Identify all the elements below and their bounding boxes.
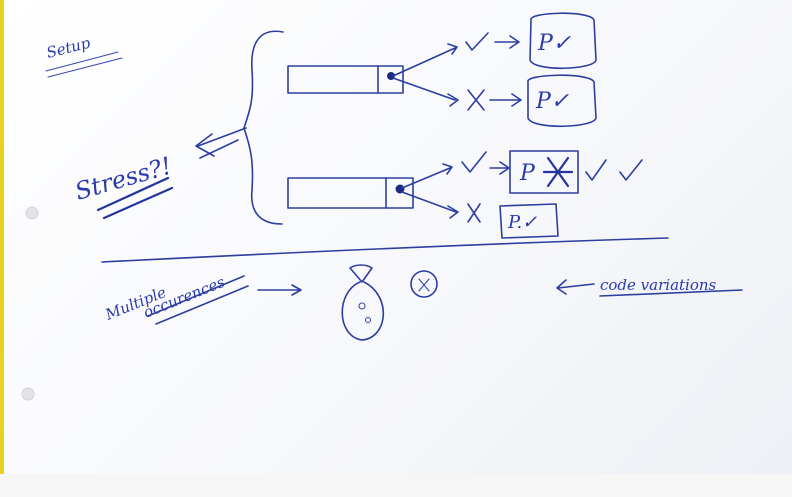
cross-mark-top bbox=[467, 89, 485, 111]
code-variations-underline bbox=[599, 289, 743, 297]
setup-underline-2 bbox=[47, 57, 123, 78]
p-check-top-label: P✓ bbox=[537, 31, 572, 56]
small-circle bbox=[410, 270, 438, 298]
stress-arrow bbox=[195, 127, 247, 159]
bottom-arrow-right bbox=[489, 161, 510, 175]
bottom-branch-down-arrow bbox=[401, 191, 459, 219]
code-variations-label: code variations bbox=[600, 276, 717, 294]
curly-brace bbox=[243, 30, 284, 225]
occurences-arrow bbox=[257, 284, 302, 296]
small-circle-cross bbox=[418, 278, 430, 292]
top-box bbox=[287, 65, 404, 94]
bottom-branch-up-arrow bbox=[401, 163, 453, 189]
divider-line bbox=[101, 237, 669, 263]
handwritten-sketch: Setup Stress?! P✓ P✓ bbox=[21, 12, 743, 401]
check-mark-top bbox=[465, 32, 489, 51]
stress-underline-1 bbox=[96, 176, 170, 212]
top-arrow-right-2 bbox=[489, 93, 522, 107]
setup-underline-1 bbox=[45, 51, 119, 72]
p-cross-box bbox=[509, 150, 579, 194]
p-check-box-top bbox=[529, 12, 597, 70]
sack-top bbox=[349, 264, 373, 283]
p-cross-label: P bbox=[519, 161, 536, 186]
sack-dot-1 bbox=[358, 302, 366, 310]
p-check-box-mid bbox=[527, 74, 597, 128]
extra-check-1 bbox=[585, 159, 607, 181]
top-branch-down-arrow bbox=[392, 77, 459, 107]
bottom-strip bbox=[0, 474, 792, 497]
extra-check-2 bbox=[619, 159, 643, 181]
p-check-bottom-label: P.✓ bbox=[507, 212, 537, 233]
occurences-underline-2 bbox=[155, 285, 249, 325]
cross-mark-bottom bbox=[467, 203, 481, 223]
stress-underline-2 bbox=[102, 186, 174, 220]
p-check-mid-label: P✓ bbox=[535, 89, 570, 114]
binder-hole-bottom bbox=[21, 387, 35, 401]
occurences-underline-1 bbox=[147, 275, 245, 317]
setup-label: Setup bbox=[45, 34, 93, 62]
top-arrow-right-1 bbox=[494, 35, 520, 49]
top-branch-up-arrow bbox=[392, 43, 458, 77]
sack-body bbox=[341, 281, 385, 341]
code-variations-arrow bbox=[556, 279, 595, 295]
check-mark-bottom bbox=[461, 151, 487, 173]
binder-hole-top bbox=[25, 206, 39, 220]
bottom-box bbox=[287, 177, 414, 209]
p-cross-mark bbox=[542, 156, 574, 188]
p-check-box-bottom bbox=[499, 203, 559, 239]
sack-dot-2 bbox=[364, 316, 372, 324]
